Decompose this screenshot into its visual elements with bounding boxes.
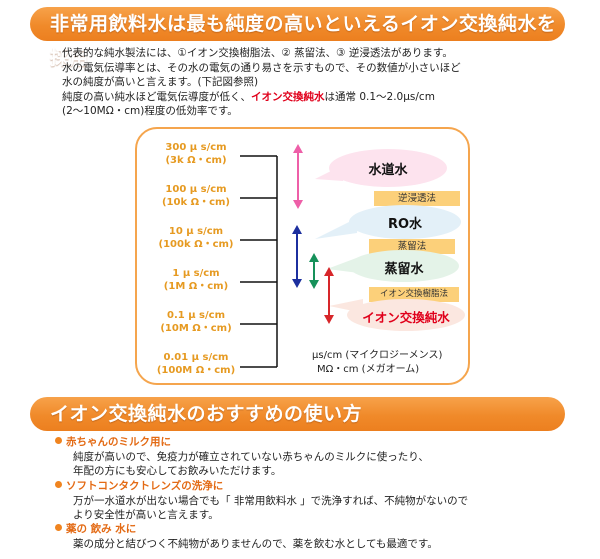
intro-line: 水の純度が高いと言えます。(下記図参照)	[62, 76, 259, 88]
ro-water-range-arrow	[292, 225, 302, 288]
uses-banner: イオン交換純水のおすすめの使い方	[30, 397, 565, 431]
tap-water-label: 水道水	[368, 163, 408, 178]
use-title: 赤ちゃんのミルク用に	[55, 435, 575, 450]
intro-line: 水の電気伝導率とは、その水の電気の通り易さを示すもので、その数値が小さいほど	[62, 61, 461, 74]
use-medicine: 薬の 飲み 水に 薬の成分と結びつく不純物がありませんので、薬を飲む水としても最…	[55, 522, 575, 551]
intro-line: 代表的な純水製法には、①イオン交換樹脂法、② 蒸留法、③ 逆浸透法があります。	[62, 47, 453, 59]
tap-water-bubble	[329, 149, 447, 187]
ion-water-label: イオン交換純水	[362, 310, 450, 325]
ro-water-label: RO水	[387, 217, 423, 232]
bullet-icon	[55, 481, 62, 488]
ro-method-tag: 逆浸透法	[374, 191, 460, 206]
use-line: より安全性が高いと言えます。	[73, 509, 219, 521]
intro-text: 代表的な純水製法には、①イオン交換樹脂法、② 蒸留法、③ 逆浸透法があります。 …	[62, 46, 542, 119]
intro-line: (2〜10MΩ・cm)程度の低効率です。	[62, 105, 238, 117]
unit-note: MΩ・cm (メガオーム)	[317, 364, 420, 375]
unit-note: μs/cm (マイクロジーメンス)	[312, 350, 443, 361]
title-banner: 非常用飲料水は最も純度の高いといえるイオン交換純水を採用	[30, 7, 565, 69]
scale-label: 300 μ s/cm(3k Ω・cm)	[165, 142, 227, 166]
distilled-water-range-arrow	[309, 253, 319, 289]
conductivity-diagram: 300 μ s/cm(3k Ω・cm) 100 μ s/cm(10k Ω・cm)…	[135, 127, 470, 385]
ion-water-range-arrow	[324, 267, 334, 324]
use-line: 年配の方にも安心してお飲みいただけます。	[73, 465, 282, 477]
use-line: 万が一水道水が出ない場合でも「 非常用飲料水 」で洗浄すれば、不純物がないので	[73, 494, 469, 507]
use-line: 純度が高いので、免疫力が確立されていない赤ちゃんのミルクに使ったり、	[73, 450, 429, 463]
ion-water-bubble	[347, 299, 465, 331]
scale-label: 0.01 μ s/cm(100M Ω・cm)	[156, 352, 236, 376]
scale-label: 1 μ s/cm(1M Ω・cm)	[163, 268, 229, 292]
highlight-ion-water: イオン交換純水	[251, 90, 325, 103]
use-contact-lens: ソフトコンタクトレンズの洗浄に 万が一水道水が出ない場合でも「 非常用飲料水 」…	[55, 479, 575, 523]
use-baby-milk: 赤ちゃんのミルク用に 純度が高いので、免疫力が確立されていない赤ちゃんのミルクに…	[55, 435, 575, 479]
distilled-water-bubble	[349, 250, 459, 282]
bullet-icon	[55, 437, 62, 444]
scale-label: 0.1 μ s/cm(10M Ω・cm)	[160, 310, 232, 334]
bullet-icon	[55, 524, 62, 531]
distilled-water-label: 蒸留水	[384, 262, 424, 277]
scale-label: 10 μ s/cm(100k Ω・cm)	[158, 226, 234, 250]
use-title: 薬の 飲み 水に	[55, 522, 575, 537]
intro-line: 純度の高い純水ほど電気伝導度が低く、イオン交換純水は通常 0.1〜2.0μs/c…	[62, 90, 435, 103]
use-title: ソフトコンタクトレンズの洗浄に	[55, 479, 575, 494]
scale-label: 100 μ s/cm(10k Ω・cm)	[161, 184, 231, 208]
use-line: 薬の成分と結びつく不純物がありませんので、薬を飲む水としても最適です。	[73, 537, 438, 550]
ion-method-tag: イオン交換樹脂法	[369, 287, 459, 302]
ro-water-bubble	[349, 205, 461, 239]
tap-water-range-arrow	[293, 144, 303, 209]
bubble-tail	[315, 217, 359, 239]
